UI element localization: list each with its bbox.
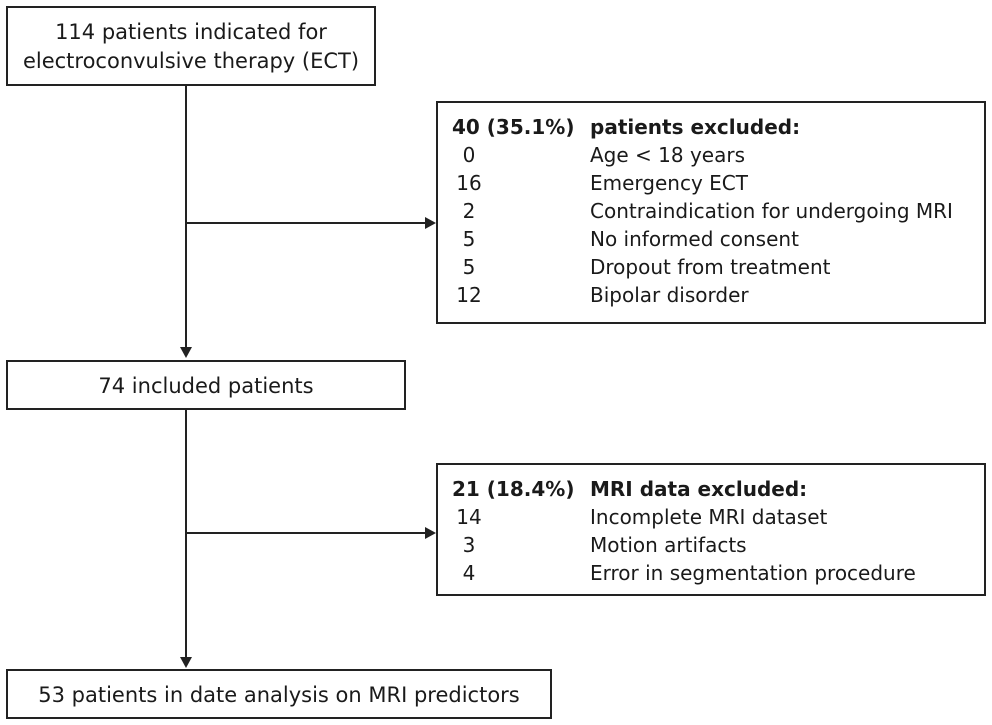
branch-connector-2 [186, 532, 426, 534]
exclusion-reason: Motion artifacts [590, 533, 747, 557]
exclusion-row: 4 Error in segmentation procedure [438, 559, 984, 587]
exclusion-count: 4 [462, 561, 476, 585]
exclusion-row: 16 Emergency ECT [438, 169, 984, 197]
exclusion-2-header: 21 (18.4%) MRI data excluded: [438, 475, 984, 503]
exclusion-reason: Error in segmentation procedure [590, 561, 916, 585]
arrow-down-2 [180, 657, 192, 668]
exclusion-row: 3 Motion artifacts [438, 531, 984, 559]
exclusion-2-title: MRI data excluded: [590, 477, 808, 501]
final-box: 53 patients in date analysis on MRI pred… [6, 669, 552, 719]
exclusion-count: 2 [462, 199, 476, 223]
exclusion-reason: Dropout from treatment [590, 255, 831, 279]
exclusion-row: 2 Contraindication for undergoing MRI [438, 197, 984, 225]
arrow-right-1 [425, 217, 436, 229]
exclusion-row: 5 No informed consent [438, 225, 984, 253]
included-box: 74 included patients [6, 360, 406, 410]
start-box-line1: 114 patients indicated for [55, 20, 327, 44]
exclusion-reason: Incomplete MRI dataset [590, 505, 828, 529]
exclusion-count: 5 [462, 227, 476, 251]
exclusion-row: 5 Dropout from treatment [438, 253, 984, 281]
arrow-down-1 [180, 347, 192, 358]
start-box: 114 patients indicated for electroconvul… [6, 6, 376, 86]
exclusion-reason: Age < 18 years [590, 143, 745, 167]
exclusion-1-title: patients excluded: [590, 115, 801, 139]
branch-connector-1 [186, 222, 426, 224]
exclusion-count: 16 [456, 171, 482, 195]
exclusion-reason: Bipolar disorder [590, 283, 749, 307]
arrow-right-2 [425, 527, 436, 539]
included-box-label: 74 included patients [98, 374, 314, 398]
exclusion-count: 0 [462, 143, 476, 167]
main-connector-1 [185, 86, 187, 348]
final-box-label: 53 patients in date analysis on MRI pred… [38, 683, 520, 707]
start-box-line2: electroconvulsive therapy (ECT) [22, 49, 360, 73]
exclusion-reason: No informed consent [590, 227, 799, 251]
exclusion-1-count: 40 (35.1%) [452, 115, 575, 139]
exclusion-count: 14 [456, 505, 482, 529]
exclusion-count: 5 [462, 255, 476, 279]
exclusion-box-1: 40 (35.1%) patients excluded: 0 Age < 18… [436, 101, 986, 324]
exclusion-row: 0 Age < 18 years [438, 141, 984, 169]
exclusion-row: 14 Incomplete MRI dataset [438, 503, 984, 531]
exclusion-count: 12 [456, 283, 482, 307]
main-connector-2 [185, 410, 187, 658]
exclusion-count: 3 [462, 533, 476, 557]
exclusion-row: 12 Bipolar disorder [438, 281, 984, 309]
exclusion-reason: Contraindication for undergoing MRI [590, 199, 953, 223]
exclusion-box-2: 21 (18.4%) MRI data excluded: 14 Incompl… [436, 463, 986, 596]
exclusion-1-header: 40 (35.1%) patients excluded: [438, 113, 984, 141]
exclusion-2-count: 21 (18.4%) [452, 477, 575, 501]
exclusion-reason: Emergency ECT [590, 171, 748, 195]
